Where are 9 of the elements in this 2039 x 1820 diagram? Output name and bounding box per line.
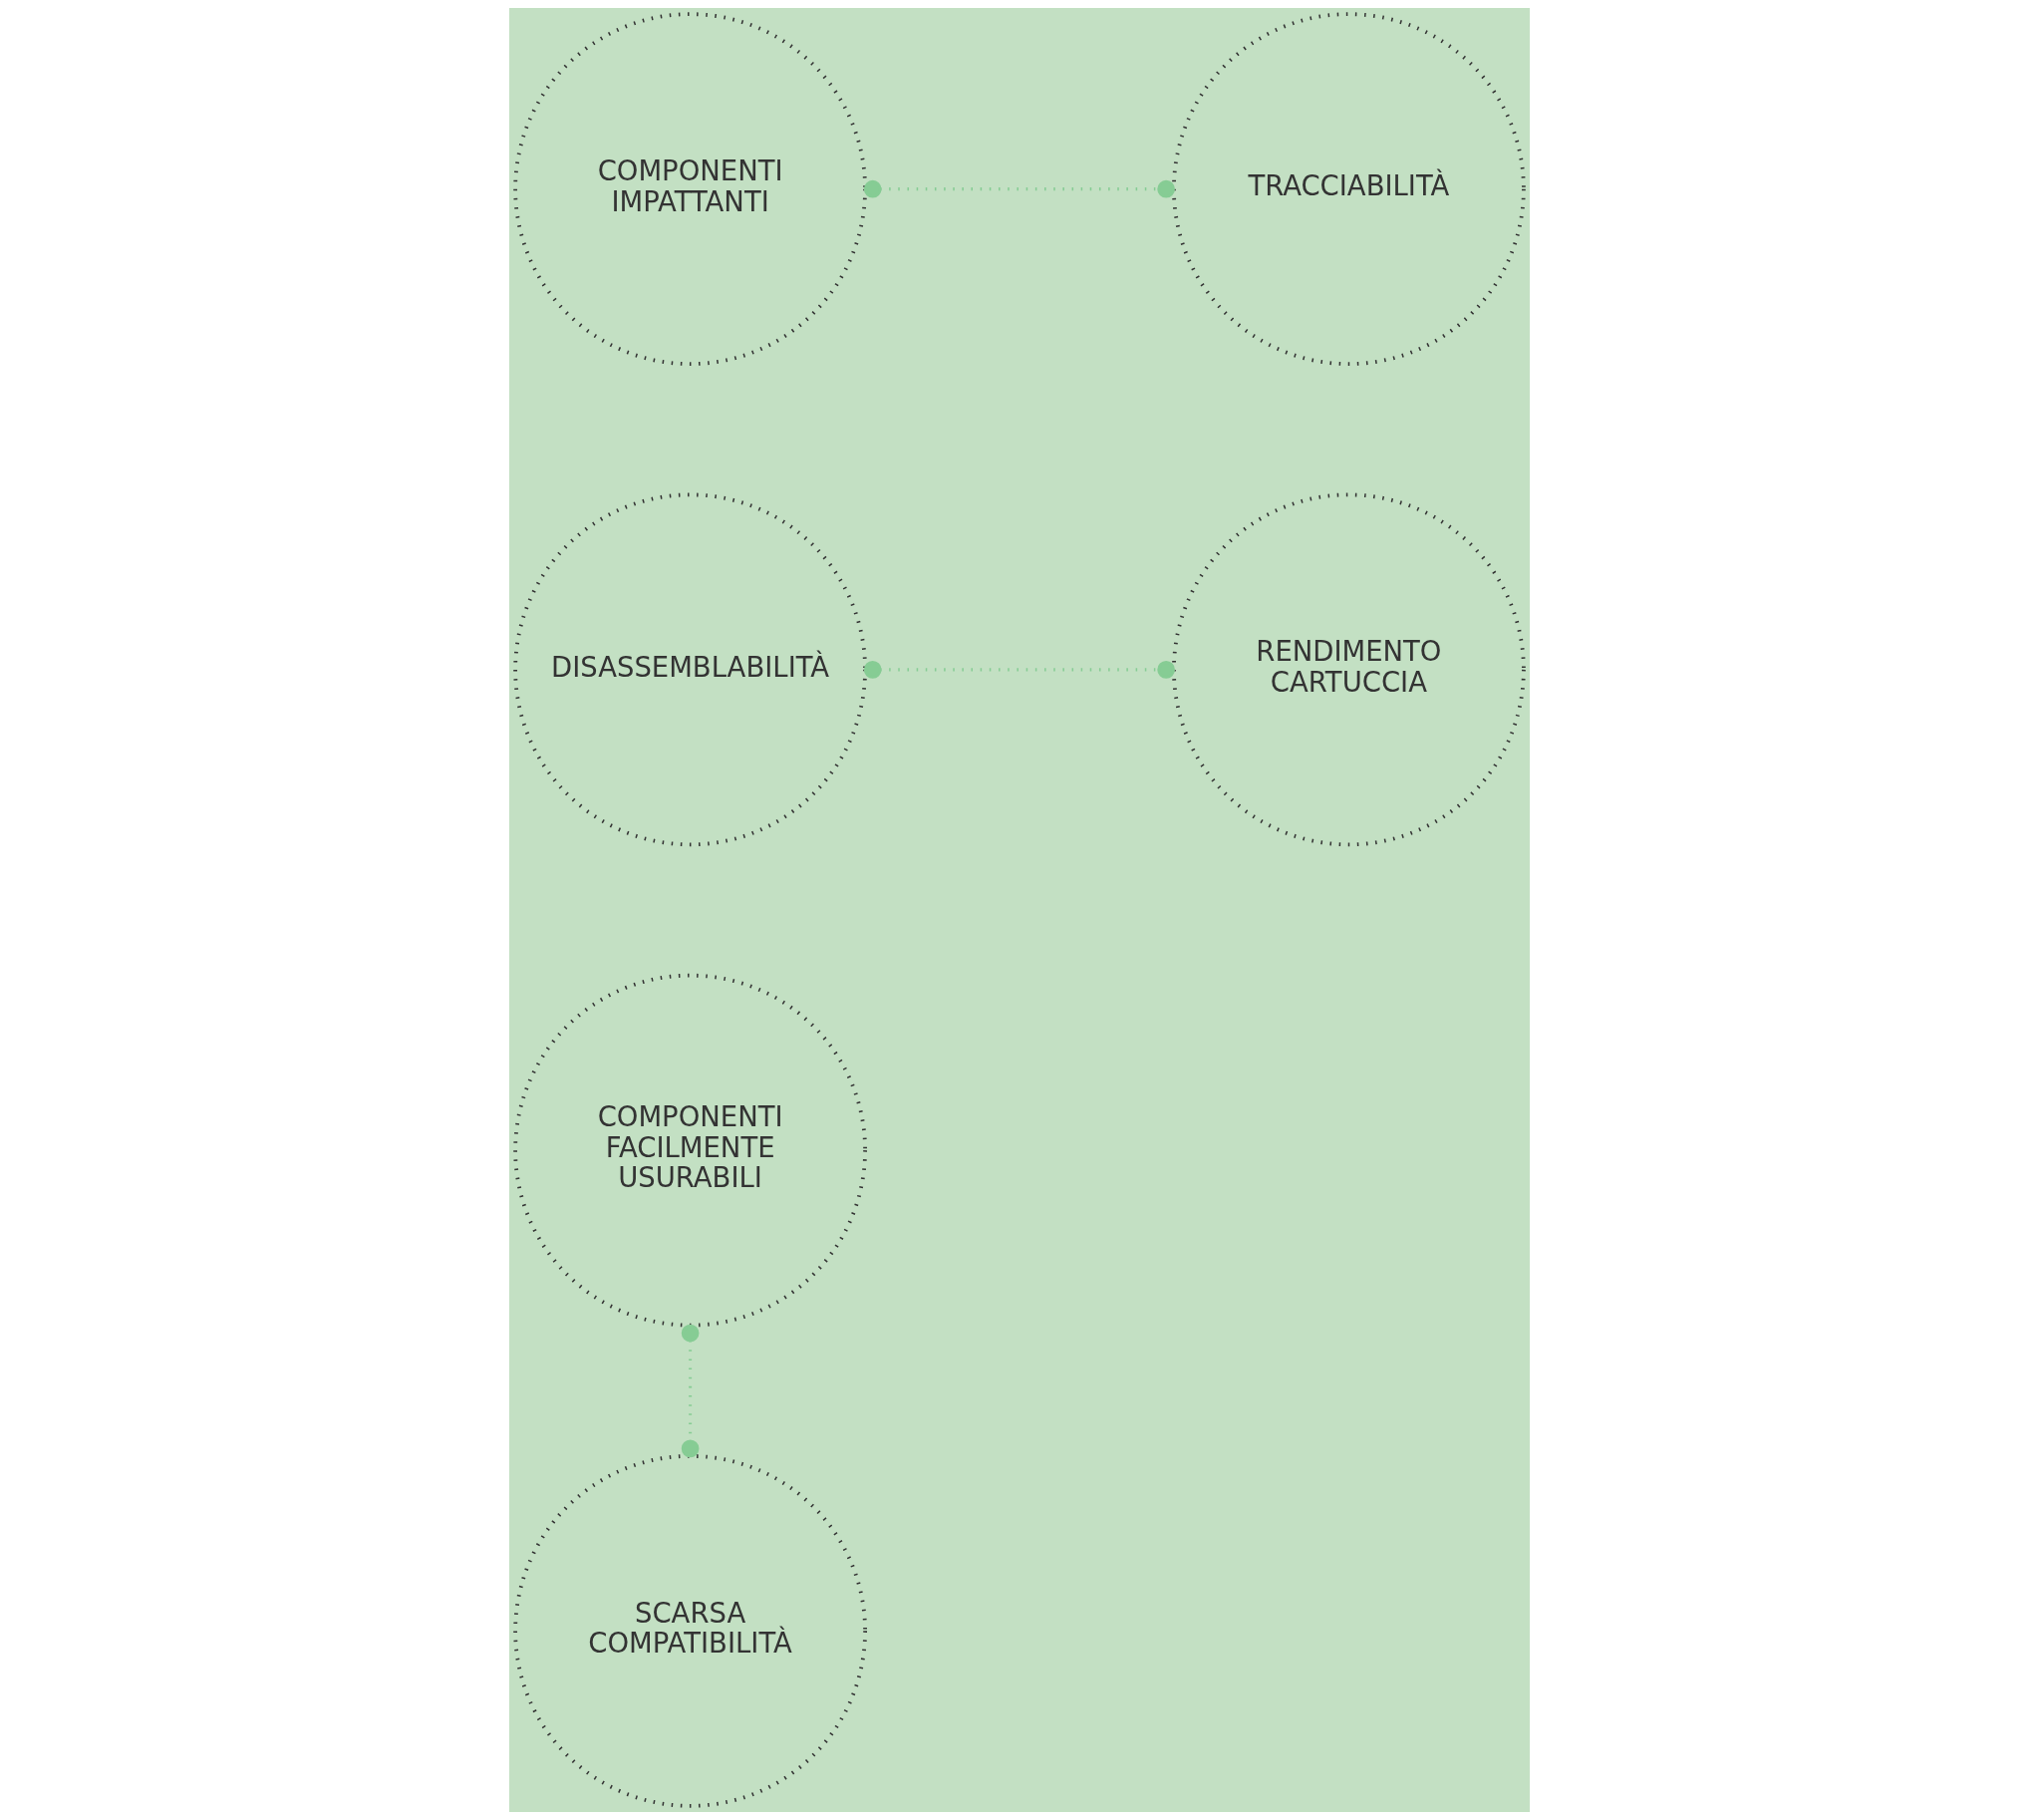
node-circle: DISASSEMBLABILITÀ xyxy=(513,492,867,847)
connector xyxy=(863,179,1175,198)
node-circle: RENDIMENTO CARTUCCIA xyxy=(1172,492,1526,847)
connector xyxy=(681,1324,700,1458)
node-circle: COMPONENTI IMPATTANTI xyxy=(513,12,867,367)
node-circle: SCARSA COMPATIBILITÀ xyxy=(513,1453,867,1808)
connector xyxy=(863,661,1175,679)
node-circle: COMPONENTI FACILMENTE USURABILI xyxy=(513,973,867,1328)
node-circle: TRACCIABILITÀ xyxy=(1172,12,1526,367)
